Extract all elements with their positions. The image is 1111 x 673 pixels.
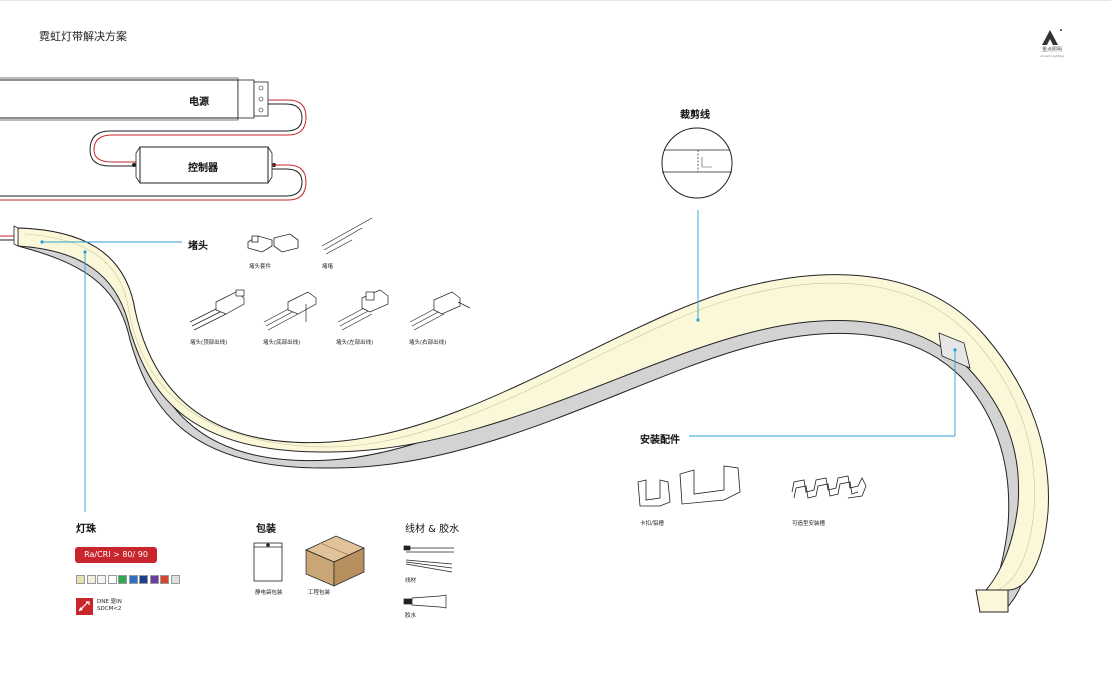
color-chip bbox=[170, 575, 180, 584]
mounting-clip-caption: 卡扣/铝槽 bbox=[640, 521, 664, 527]
color-chip bbox=[86, 575, 96, 584]
top-divider bbox=[0, 0, 1111, 1]
color-chip bbox=[107, 575, 117, 584]
diniq-icon bbox=[76, 598, 93, 615]
controller-label: 控制器 bbox=[188, 163, 218, 174]
callout-dot bbox=[696, 318, 700, 322]
callout-dot bbox=[40, 240, 44, 244]
color-chip bbox=[118, 575, 127, 584]
endcap-right-caption: 堵头(右部出线) bbox=[409, 340, 447, 346]
color-chip bbox=[97, 575, 106, 584]
glue-caption: 胶水 bbox=[405, 613, 417, 619]
cutline-magnifier bbox=[661, 127, 733, 199]
endcap-label: 堵头 bbox=[188, 241, 208, 252]
logo-subtitle: Accent Lighting bbox=[1040, 54, 1064, 58]
mounting-clip-icon bbox=[637, 465, 741, 507]
controller bbox=[132, 146, 276, 184]
page-title: 霓虹灯带解决方案 bbox=[39, 30, 127, 43]
cri-badge: Ra/CRI > 80/ 90 bbox=[75, 547, 157, 563]
diniq-line2: SDCM<2 bbox=[97, 606, 122, 612]
endcap-bottom-icon bbox=[263, 291, 317, 331]
static-bag-caption: 静电袋包装 bbox=[255, 590, 283, 596]
wire-icon bbox=[403, 545, 454, 573]
endcap-bottom-caption: 堵头(底部出线) bbox=[263, 340, 301, 346]
power-supply bbox=[0, 77, 269, 121]
endcap-plug-caption: 堵堵 bbox=[322, 264, 334, 270]
endcap-left-caption: 堵头(左部出线) bbox=[336, 340, 374, 346]
endcap-set-icon bbox=[247, 233, 299, 253]
carton-box-caption: 工程包装 bbox=[308, 590, 331, 596]
logo-name: 重点照明 bbox=[1041, 47, 1062, 53]
callout-dot bbox=[953, 348, 957, 352]
wire-glue-label: 线材 & 胶水 bbox=[405, 524, 460, 535]
color-chip bbox=[139, 575, 148, 584]
mounting-shape-caption: 可造型安装槽 bbox=[792, 521, 826, 527]
endcap-top-caption: 堵头(顶部出线) bbox=[190, 340, 228, 346]
led-label: 灯珠 bbox=[76, 524, 96, 535]
wire-caption: 线材 bbox=[405, 578, 417, 584]
callout-lines bbox=[42, 210, 956, 512]
endcap-set-caption: 堵头套件 bbox=[249, 264, 272, 270]
diniq-line1: DNE 驱IN bbox=[97, 599, 122, 605]
glue-tube-icon bbox=[403, 594, 447, 609]
endcap-plug-icon bbox=[321, 217, 373, 255]
endcap-left-icon bbox=[337, 289, 389, 331]
controller-wires bbox=[0, 164, 307, 241]
color-chip bbox=[128, 575, 138, 584]
packaging-label: 包装 bbox=[256, 524, 276, 535]
color-chip bbox=[76, 575, 85, 584]
static-bag-icon bbox=[253, 542, 283, 582]
mounting-label: 安装配件 bbox=[640, 435, 680, 446]
brand-logo-icon bbox=[1042, 29, 1062, 45]
neon-strip bbox=[13, 225, 1049, 613]
power-wires bbox=[89, 99, 307, 167]
endcap-top-icon bbox=[189, 289, 245, 331]
endcap-right-icon bbox=[409, 291, 471, 331]
power-supply-label: 电源 bbox=[189, 97, 209, 108]
callout-dot bbox=[83, 250, 87, 254]
mounting-shape-icon bbox=[791, 475, 867, 499]
color-chip-row bbox=[76, 575, 180, 585]
carton-box-icon bbox=[305, 535, 365, 587]
color-chip bbox=[149, 575, 159, 584]
cutline-label: 裁剪线 bbox=[680, 110, 710, 121]
color-chip bbox=[160, 575, 169, 584]
